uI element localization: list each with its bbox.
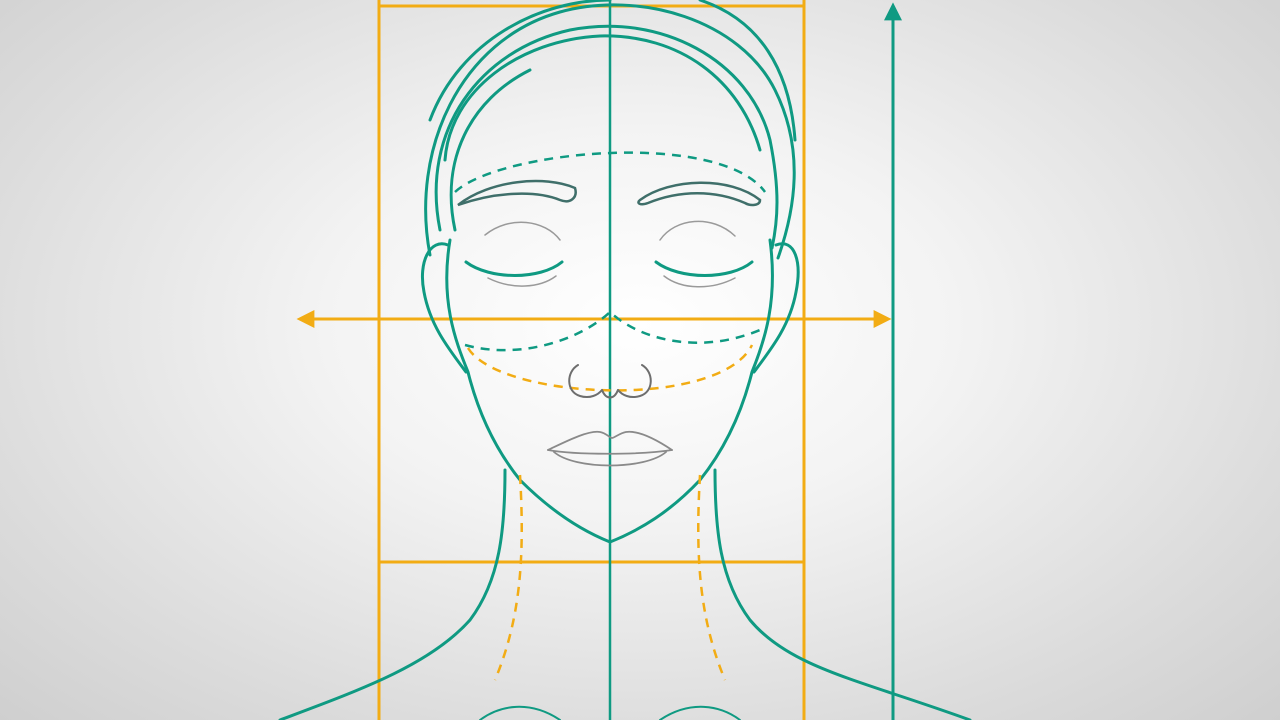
right-eye-crease (659, 220, 736, 241)
left-eyebrow (457, 179, 577, 207)
right-eyebrow (637, 181, 762, 207)
right-eye-lid (654, 260, 754, 277)
left-eye-lid (464, 260, 564, 277)
closed-eyes (464, 220, 754, 288)
neck-outline (278, 468, 972, 720)
hair-outline (424, 0, 797, 260)
nose (568, 364, 652, 399)
face-outline (421, 238, 800, 544)
eyebrows (457, 179, 762, 207)
lips (547, 430, 673, 467)
shoulder-outline (479, 705, 741, 720)
left-eye-crease (484, 221, 561, 241)
dashed-contour-guides (454, 151, 767, 681)
right-eye-lower (663, 275, 736, 288)
left-eye-lower (487, 275, 557, 287)
